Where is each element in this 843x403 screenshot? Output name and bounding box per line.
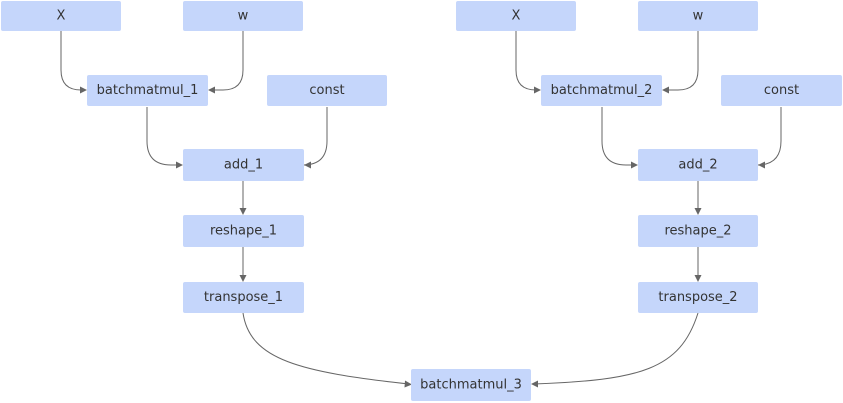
arrowheads-layer	[80, 86, 765, 388]
node-reshape-2[interactable]: reshape_2	[638, 215, 758, 247]
edge-w2-to-batchmatmul-2	[665, 31, 699, 91]
edge-transpose-1-to-batchmatmul-3	[242, 312, 410, 385]
arrowhead-reshape-2-to-transpose-2	[694, 275, 702, 282]
arrowhead-add-1-to-reshape-1	[239, 208, 247, 215]
arrowhead-w2-to-batchmatmul-2	[662, 86, 669, 94]
node-reshape-2-label: reshape_2	[664, 224, 731, 239]
node-w-2-label: w	[693, 9, 704, 24]
node-w-1[interactable]: w	[183, 1, 303, 31]
arrowhead-x2-to-batchmatmul-2	[534, 86, 541, 94]
edges-layer	[60, 31, 782, 385]
node-const-1-label: const	[309, 83, 344, 98]
node-add-2-label: add_2	[678, 158, 717, 173]
node-const-1[interactable]: const	[267, 75, 387, 106]
node-transpose-1-label: transpose_1	[204, 290, 283, 305]
node-const-2[interactable]: const	[721, 75, 842, 106]
edge-w1-to-batchmatmul-1	[211, 31, 244, 91]
node-const-2-label: const	[764, 83, 799, 98]
arrowhead-add-2-to-reshape-2	[694, 208, 702, 215]
node-transpose-1[interactable]: transpose_1	[183, 282, 304, 313]
edge-const-1-to-add-1	[302, 107, 328, 166]
edge-batchmatmul-2-to-add-2	[601, 107, 635, 166]
node-x-1-label: X	[57, 9, 66, 24]
node-batchmatmul-3[interactable]: batchmatmul_3	[411, 369, 531, 401]
arrowhead-transpose-2-to-batchmatmul-3	[531, 380, 538, 388]
node-x-2[interactable]: X	[456, 1, 576, 31]
node-batchmatmul-1-label: batchmatmul_1	[97, 83, 199, 98]
node-add-2[interactable]: add_2	[638, 149, 758, 181]
node-transpose-2[interactable]: transpose_2	[638, 282, 758, 313]
arrowhead-transpose-1-to-batchmatmul-3	[404, 380, 412, 388]
arrowhead-w1-to-batchmatmul-1	[208, 86, 215, 94]
edge-x2-to-batchmatmul-2	[515, 31, 539, 91]
node-batchmatmul-2-label: batchmatmul_2	[551, 83, 653, 98]
edge-const-2-to-add-2	[756, 107, 782, 166]
edge-transpose-2-to-batchmatmul-3	[533, 312, 699, 385]
node-batchmatmul-3-label: batchmatmul_3	[420, 378, 522, 393]
arrowhead-batchmatmul-2-to-add-2	[631, 161, 638, 169]
edge-batchmatmul-1-to-add-1	[146, 107, 180, 166]
node-batchmatmul-2[interactable]: batchmatmul_2	[541, 75, 662, 106]
node-batchmatmul-1[interactable]: batchmatmul_1	[87, 75, 208, 106]
node-x-2-label: X	[512, 9, 521, 24]
node-w-1-label: w	[238, 9, 249, 24]
arrowhead-const-2-to-add-2	[758, 161, 765, 169]
node-w-2[interactable]: w	[638, 1, 758, 31]
node-add-1[interactable]: add_1	[183, 149, 304, 181]
arrowhead-reshape-1-to-transpose-1	[239, 275, 247, 282]
node-x-1[interactable]: X	[1, 1, 121, 31]
arrowhead-batchmatmul-1-to-add-1	[176, 161, 183, 169]
edge-x1-to-batchmatmul-1	[60, 31, 85, 91]
node-add-1-label: add_1	[224, 158, 263, 173]
node-transpose-2-label: transpose_2	[658, 290, 737, 305]
node-reshape-1[interactable]: reshape_1	[183, 215, 304, 247]
arrowhead-x1-to-batchmatmul-1	[80, 86, 87, 94]
arrowhead-const-1-to-add-1	[304, 161, 311, 169]
node-reshape-1-label: reshape_1	[210, 224, 277, 239]
